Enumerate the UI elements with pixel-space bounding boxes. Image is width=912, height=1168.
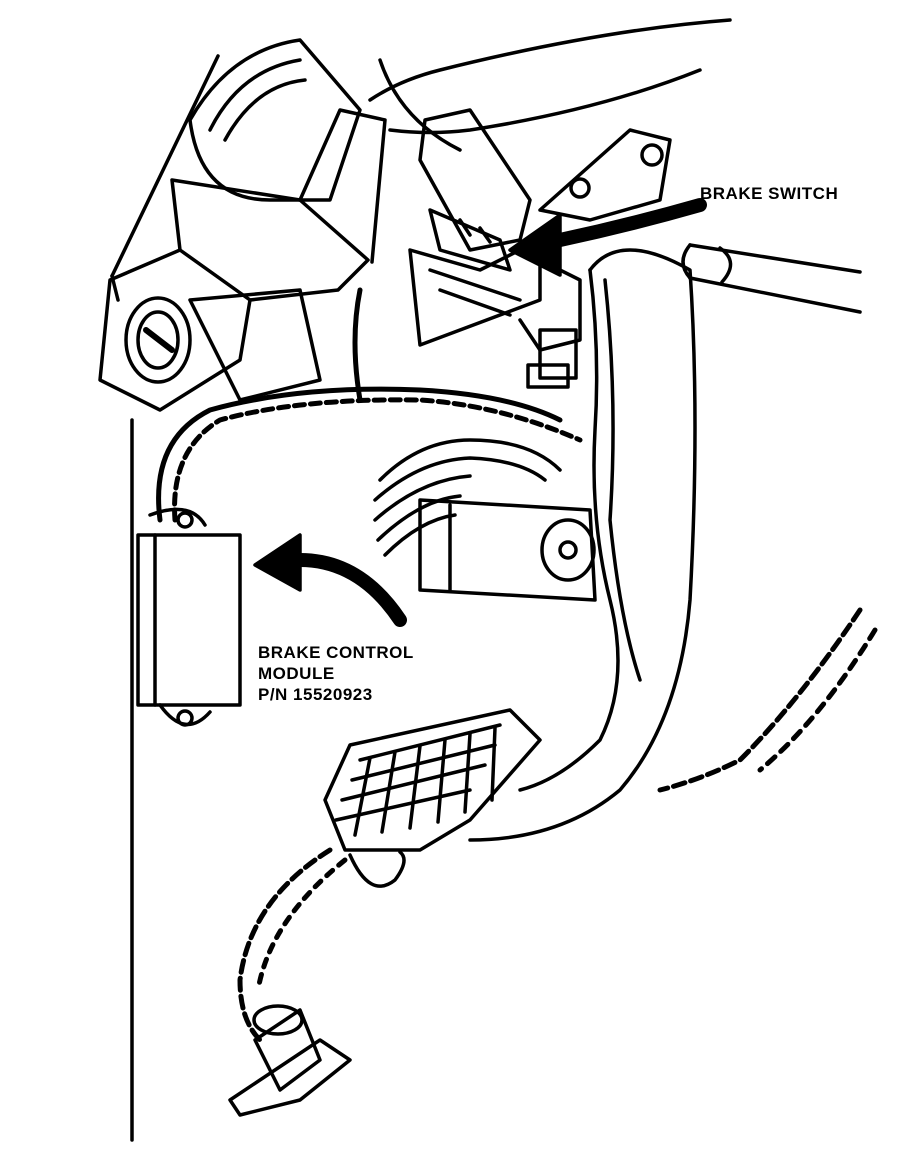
floor-connector bbox=[228, 1004, 352, 1117]
module-label-line2: MODULE bbox=[258, 664, 335, 683]
pedal-rod bbox=[681, 243, 862, 314]
ignition-lock bbox=[124, 296, 192, 384]
brake-switch-bracket bbox=[408, 128, 672, 347]
brake-pedal-pad bbox=[323, 708, 542, 888]
module-label-line1: BRAKE CONTROL bbox=[258, 643, 414, 662]
brake-pedal-arm bbox=[468, 248, 697, 842]
relay-module bbox=[418, 498, 597, 602]
dash-panel-edge bbox=[110, 54, 220, 1142]
wiring-harness bbox=[156, 287, 878, 1043]
brake-control-module-label: BRAKE CONTROL MODULE P/N 15520923 bbox=[258, 642, 414, 705]
steering-column bbox=[98, 38, 387, 412]
brake-control-module bbox=[136, 507, 242, 727]
brake-switch-label: BRAKE SWITCH bbox=[700, 184, 839, 203]
brake-switch bbox=[418, 108, 582, 389]
module-arrow bbox=[253, 533, 407, 627]
harness-bundle bbox=[373, 438, 562, 557]
module-part-number: P/N 15520923 bbox=[258, 685, 373, 704]
brake-switch-arrow bbox=[508, 198, 707, 277]
